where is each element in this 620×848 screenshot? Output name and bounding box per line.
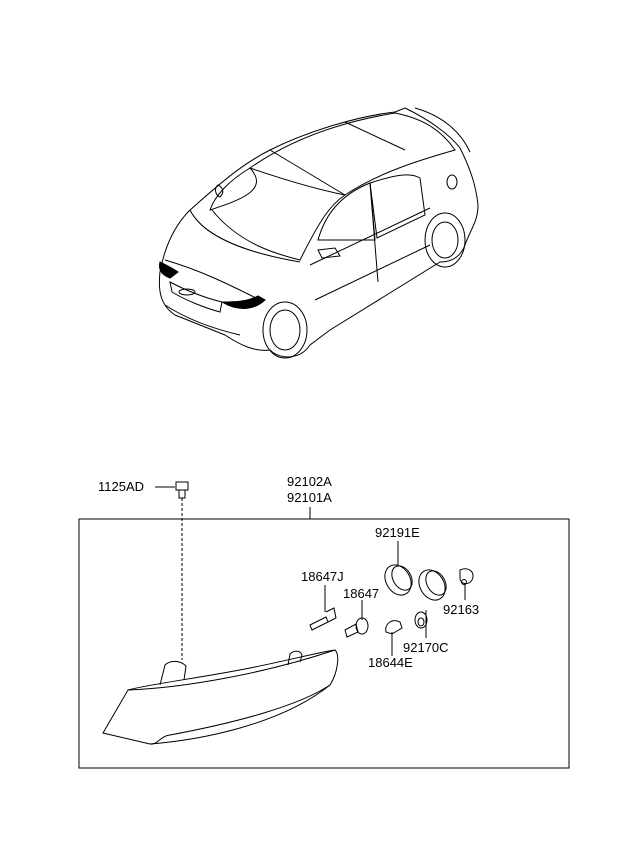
bulb-18647J-icon	[309, 607, 337, 631]
bolt-icon	[175, 481, 189, 499]
label-1125AD: 1125AD	[98, 479, 145, 494]
label-92101A: 92101A	[287, 490, 332, 505]
bulb-18644E-icon	[385, 620, 403, 635]
label-18647J: 18647J	[301, 569, 344, 584]
label-92102A: 92102A	[287, 474, 332, 489]
label-18644E: 18644E	[368, 655, 413, 670]
socket-holder-icon	[459, 568, 474, 585]
label-92191E: 92191E	[375, 525, 420, 540]
label-92170C: 92170C	[403, 640, 449, 655]
socket-92170C-icon	[414, 611, 428, 629]
car-illustration	[158, 107, 479, 359]
label-92163: 92163	[443, 602, 480, 617]
headlamp-assembly-icon	[102, 649, 339, 745]
dust-cap-icon	[384, 564, 447, 601]
assembly-frame	[78, 518, 570, 769]
label-18647: 18647	[343, 586, 380, 601]
bulb-18647-icon	[344, 617, 369, 638]
